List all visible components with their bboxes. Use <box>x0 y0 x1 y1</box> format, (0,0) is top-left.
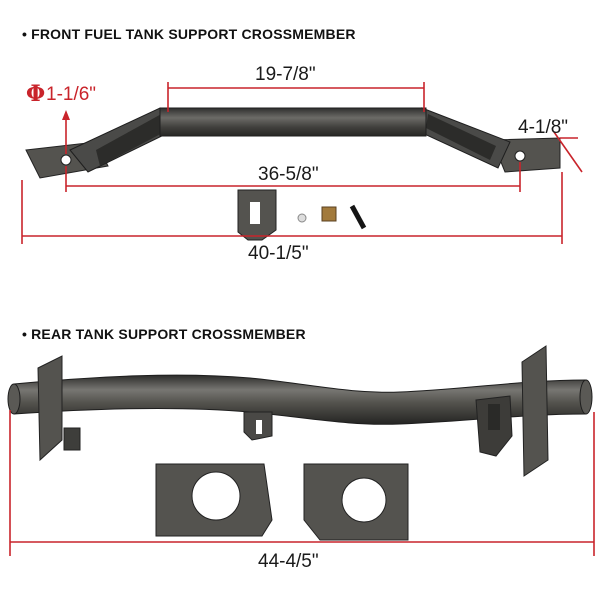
rear-crossmember <box>7 345 593 541</box>
rear-left-tab <box>63 427 81 451</box>
front-dimensions <box>21 82 583 244</box>
rear-dimensions <box>9 410 595 556</box>
bolt <box>349 204 367 230</box>
rear-tube-right-end <box>579 379 593 415</box>
rear-right-bracket-slot <box>488 404 500 430</box>
hole-diameter-symbol: Φ <box>26 81 45 107</box>
top-span-label: 19-7/8" <box>255 64 316 85</box>
hole-diameter-label: 1-1/6" <box>46 84 96 105</box>
rear-left-end-plate <box>37 355 63 462</box>
nut <box>321 206 337 222</box>
rear-section-heading: •REAR TANK SUPPORT CROSSMEMBER <box>22 326 306 342</box>
rear-hanger-slot <box>256 420 262 434</box>
rear-tube-left-end <box>7 383 21 415</box>
front-section-heading: •FRONT FUEL TANK SUPPORT CROSSMEMBER <box>22 26 356 42</box>
bracket-slot <box>250 202 260 224</box>
rear-heading-bullet: • <box>22 326 28 342</box>
rear-heading-text: REAR TANK SUPPORT CROSSMEMBER <box>31 326 306 342</box>
front-hardware <box>237 189 367 241</box>
washer <box>297 213 307 223</box>
front-left-arm-side <box>96 112 168 166</box>
front-left-hole <box>60 154 72 166</box>
rear-overall-label: 44-4/5" <box>258 551 319 572</box>
dim-line-width <box>553 131 583 173</box>
rear-right-plate-hole <box>341 477 387 523</box>
front-crossmember <box>25 107 561 179</box>
hole-span-label: 36-5/8" <box>258 164 319 185</box>
hole-arrow-head <box>62 110 70 120</box>
front-heading-bullet: • <box>22 26 28 42</box>
front-right-arm-side <box>426 114 496 160</box>
width-label: 4-1/8" <box>518 117 568 138</box>
front-right-hole <box>514 150 526 162</box>
rear-right-end-plate <box>521 345 549 477</box>
front-overall-label: 40-1/5" <box>248 243 309 264</box>
front-heading-text: FRONT FUEL TANK SUPPORT CROSSMEMBER <box>31 26 356 42</box>
rear-left-plate-hole <box>191 471 241 521</box>
front-top-bar <box>159 107 427 137</box>
